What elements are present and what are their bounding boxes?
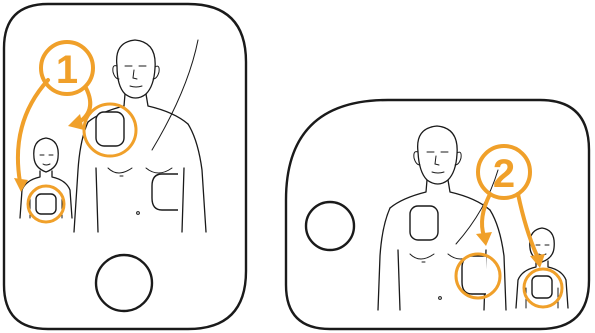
pad-1-arrowhead-child xyxy=(14,178,28,192)
pad-2-arrow-to-child xyxy=(518,194,538,258)
pad-1-outline xyxy=(4,4,246,329)
pad-1-hole xyxy=(96,255,152,311)
pad-2-adult-electrode-upper xyxy=(410,206,438,240)
pad-1-adult-electrode-lower xyxy=(152,174,178,210)
pad-1 xyxy=(4,4,246,329)
pad-2-arrow-to-adult xyxy=(482,194,490,236)
pad-2-child-electrode xyxy=(532,276,552,298)
pad-1-adult-electrode-upper xyxy=(96,112,124,146)
pad-1-child-electrode xyxy=(36,194,56,214)
pad-2-arrowhead-child xyxy=(530,254,545,268)
pad-2-adult-electrode-lower xyxy=(462,256,486,294)
pad-2-arrowhead-adult xyxy=(476,232,492,246)
pad-2-step-number: 2 xyxy=(493,152,515,196)
pad-2-hole xyxy=(306,202,354,250)
pad-1-arrow-to-child xyxy=(18,80,48,182)
pad-2 xyxy=(286,100,589,329)
pad-1-adult-head xyxy=(117,40,156,98)
pad-1-arrowhead-adult xyxy=(68,114,84,130)
pad-1-step-number: 1 xyxy=(56,48,78,92)
